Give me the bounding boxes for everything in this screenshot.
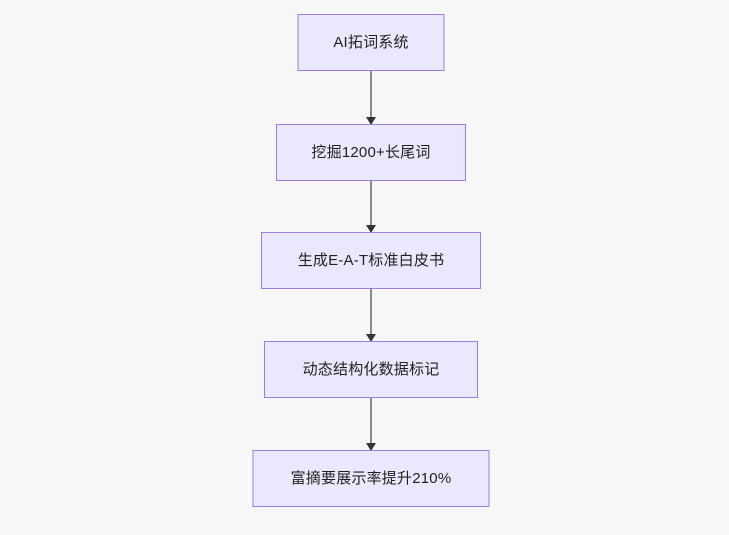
flow-edge-line — [370, 181, 372, 232]
flow-edge-1 — [364, 71, 378, 125]
flow-edge-2 — [364, 181, 378, 233]
arrow-down-icon — [366, 225, 376, 233]
flow-edge-3 — [364, 289, 378, 342]
flow-edge-line — [370, 289, 372, 341]
flow-edge-line — [370, 71, 372, 124]
flow-node-generate-eat-whitepaper[interactable]: 生成E-A-T标准白皮书 — [261, 232, 481, 289]
flow-node-label: 动态结构化数据标记 — [302, 361, 440, 378]
flow-node-label: 挖掘1200+长尾词 — [311, 144, 431, 161]
flow-node-label: 生成E-A-T标准白皮书 — [297, 252, 445, 269]
flow-node-mine-longtail-keywords[interactable]: 挖掘1200+长尾词 — [276, 124, 466, 181]
flow-node-label: 富摘要展示率提升210% — [290, 470, 452, 487]
flow-edge-line — [370, 398, 372, 450]
arrow-down-icon — [366, 443, 376, 451]
flow-node-ai-keyword-system[interactable]: AI拓词系统 — [297, 14, 445, 71]
flow-node-rich-snippet-impression-uplift[interactable]: 富摘要展示率提升210% — [252, 450, 490, 507]
arrow-down-icon — [366, 117, 376, 125]
flow-edge-4 — [364, 398, 378, 451]
arrow-down-icon — [366, 334, 376, 342]
flow-node-label: AI拓词系统 — [333, 34, 409, 51]
flow-node-dynamic-structured-data-markup[interactable]: 动态结构化数据标记 — [264, 341, 478, 398]
